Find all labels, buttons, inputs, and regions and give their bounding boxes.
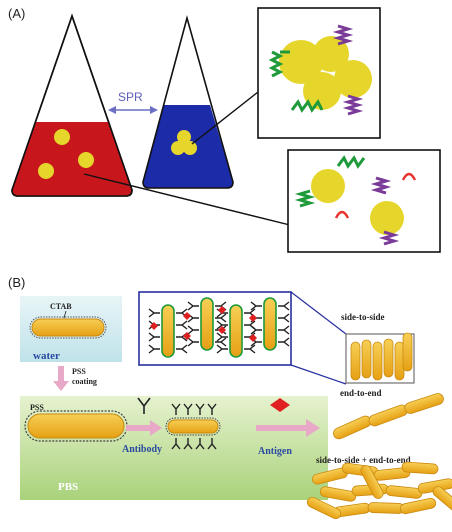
purple-ligand	[370, 176, 392, 195]
antibody-icon	[216, 344, 228, 354]
antibody-icon	[187, 325, 199, 335]
mixed-label: side-to-side + end-to-end	[316, 455, 411, 465]
gold-nanoparticle	[78, 152, 94, 168]
dispersed-inset	[287, 149, 441, 253]
green-ligand	[290, 99, 324, 113]
antibody-icon	[250, 325, 262, 335]
antibody-icon	[278, 325, 290, 335]
antibody-icon	[207, 403, 217, 415]
gold-nanorod	[367, 502, 405, 514]
antibody-icon	[137, 397, 151, 414]
antibody-icon	[171, 438, 181, 450]
gold-nanorod	[399, 497, 437, 515]
antibody-icon	[148, 308, 160, 318]
gold-nanoparticle	[54, 129, 70, 145]
pbs-box	[20, 396, 328, 500]
antibody-icon	[195, 403, 205, 415]
panel-b-label: (B)	[8, 275, 25, 290]
gold-nanorod	[319, 486, 357, 502]
spr-arrow	[108, 106, 158, 114]
zoom-line-top	[191, 91, 259, 145]
antigen-icon	[218, 326, 226, 334]
water-label: water	[33, 350, 60, 362]
green-ligand	[268, 50, 290, 78]
zoom-frame	[138, 291, 347, 385]
gold-nanorod	[385, 485, 423, 499]
antigen-arrow	[256, 419, 320, 437]
pss-coating-arrow	[53, 366, 69, 391]
network-rod	[161, 304, 175, 358]
antibody-icon	[216, 332, 228, 342]
antibody-icon	[195, 438, 205, 450]
rod-antibodies	[171, 403, 217, 450]
antigen-icon	[183, 332, 191, 340]
antibody-icon	[148, 332, 160, 342]
antigen-label: Antigen	[258, 446, 292, 457]
purple-ligand	[378, 230, 400, 246]
purple-ligand	[342, 94, 364, 116]
antibody-network	[148, 297, 290, 358]
antigen-icon	[249, 314, 257, 322]
antibody-icon	[148, 344, 160, 354]
side-to-side-rods	[345, 332, 415, 384]
antibody-arrow	[126, 420, 162, 436]
antibody-icon	[176, 344, 188, 354]
antibody-icon	[215, 313, 227, 323]
aggregated-nanoparticle	[183, 141, 197, 155]
antibody-label: Antibody	[122, 444, 162, 455]
purple-ligand	[332, 24, 354, 46]
antigen-icon	[270, 398, 290, 412]
panel-a-label: (A)	[8, 6, 25, 21]
pbs-label: PBS	[58, 481, 78, 493]
aggregated-nanoparticle	[171, 141, 185, 155]
antibody-icon	[183, 438, 193, 450]
antibody-icon	[176, 320, 188, 330]
gold-nanorod	[401, 461, 439, 475]
network-rod	[263, 297, 277, 351]
red-flask	[11, 13, 133, 197]
network-rod	[229, 304, 243, 358]
ctab-label: CTAB	[50, 302, 72, 311]
gold-nanoparticle	[38, 163, 54, 179]
green-ligand	[336, 155, 366, 169]
antibody-icon	[187, 301, 199, 311]
antibody-icon	[216, 320, 228, 330]
antibody-icon	[215, 337, 227, 347]
spr-label: SPR	[118, 90, 143, 104]
antigen-icon	[150, 322, 158, 330]
mixed-assembly-rods	[306, 461, 452, 520]
antibody-icon	[183, 403, 193, 415]
antibody-icon	[244, 344, 256, 354]
antibody-icon	[278, 313, 290, 323]
antigen-icon	[218, 306, 226, 314]
end-to-end-label: end-to-end	[340, 388, 382, 398]
gold-nanorod	[306, 496, 342, 520]
pss-label: PSS	[30, 403, 44, 412]
antibody-icon	[187, 337, 199, 347]
antigen-icon	[183, 312, 191, 320]
aggregated-nanoparticle	[177, 130, 191, 144]
blue-flask	[142, 14, 234, 189]
end-to-end-rods	[333, 393, 444, 440]
antibody-icon	[278, 301, 290, 311]
side-to-side-label: side-to-side	[341, 312, 385, 322]
antibody-icon	[171, 403, 181, 415]
aggregate-inset	[257, 7, 381, 139]
antibody-icon	[207, 438, 217, 450]
network-rod	[200, 297, 214, 351]
red-ligand	[401, 172, 417, 181]
antibody-icon	[278, 337, 290, 347]
antigen-icon	[249, 334, 257, 342]
gold-nanorod	[432, 486, 452, 514]
gold-nanorod	[360, 465, 384, 499]
antibody-icon	[250, 301, 262, 311]
green-ligand	[294, 189, 316, 208]
zoom-line-bottom	[83, 173, 303, 229]
red-ligand	[334, 210, 350, 219]
water-box	[20, 296, 122, 362]
